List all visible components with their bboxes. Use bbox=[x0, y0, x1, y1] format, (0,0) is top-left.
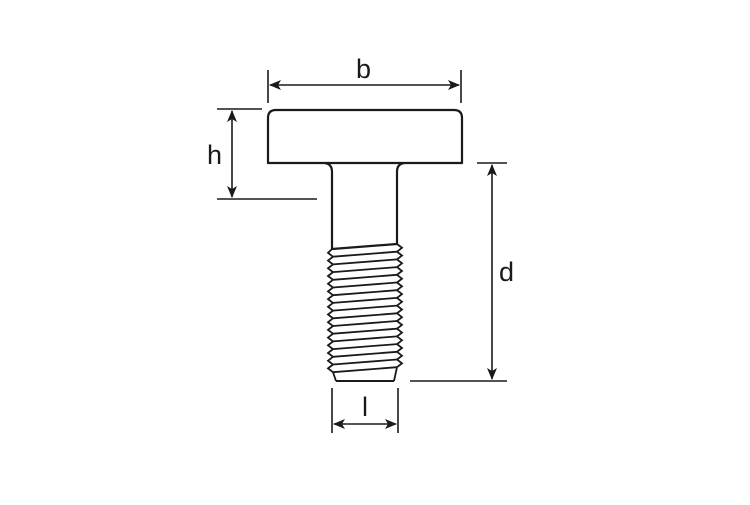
dimension-b bbox=[267, 70, 462, 103]
screw-shank bbox=[324, 161, 405, 251]
label-h: h bbox=[207, 140, 223, 170]
dimension-h bbox=[217, 108, 317, 200]
screw-head bbox=[266, 108, 464, 165]
dimension-d bbox=[410, 162, 507, 382]
screw-thread bbox=[326, 243, 404, 382]
label-l: l bbox=[362, 392, 368, 422]
dimension-l bbox=[331, 388, 399, 433]
label-d: d bbox=[499, 257, 515, 287]
label-b: b bbox=[356, 54, 372, 84]
